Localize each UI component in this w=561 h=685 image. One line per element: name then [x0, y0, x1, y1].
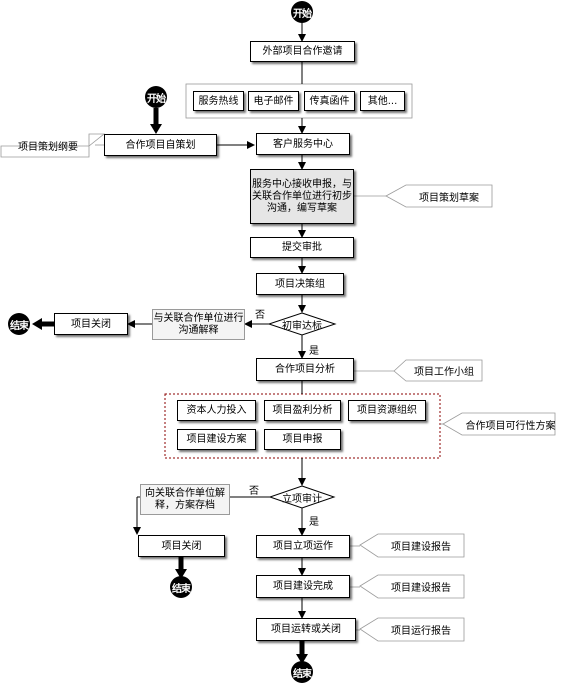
feasibility-label: 合作项目可行性方案 [465, 420, 556, 432]
draft-label: 项目策划草案 [419, 192, 479, 204]
report-label-3: 项目运行报告 [391, 626, 451, 637]
explain-box-2: 向关联合作单位解释，方案存档 [140, 484, 230, 515]
operate-box: 项目立项运作 [256, 535, 350, 558]
transfer-box: 项目运转或关闭 [256, 618, 356, 641]
end-node-middle: 结束 [170, 576, 192, 598]
end-node-bottom: 结束 [291, 661, 313, 683]
analysis-item-capital: 资本人力投入 [177, 400, 256, 421]
channel-fax: 传真函件 [304, 91, 355, 111]
analysis-item-plan: 项目建设方案 [177, 429, 256, 450]
yes-label-2: 是 [309, 517, 319, 528]
start-node-top: 开始 [291, 1, 313, 23]
no-label-2: 否 [249, 486, 259, 497]
start-node-left: 开始 [145, 86, 167, 108]
no-label-1: 否 [255, 310, 265, 321]
receive-box: 服务中心接收申报，与关联合作单位进行初步沟通，编写草案 [250, 169, 354, 224]
self-plan-box: 合作项目自策划 [104, 134, 217, 156]
callout-plan-outline [0, 133, 106, 158]
analysis-item-declare: 项目申报 [264, 429, 341, 450]
plan-outline-label: 项目策划纲要 [18, 142, 78, 153]
callout-report-2 [359, 574, 465, 599]
close-box-2: 项目关闭 [138, 535, 225, 557]
analysis-item-profit: 项目盈利分析 [264, 400, 341, 421]
end-node-left: 结束 [8, 313, 30, 335]
first-review-label: 初审达标 [282, 320, 322, 332]
channel-email: 电子邮件 [248, 91, 299, 111]
submit-box: 提交审批 [250, 237, 354, 258]
callout-draft [385, 184, 493, 208]
analysis-box: 合作项目分析 [256, 358, 354, 381]
close-box-1: 项目关闭 [54, 313, 128, 335]
callout-feasibility [442, 412, 556, 436]
invite-box: 外部项目合作邀请 [250, 41, 355, 62]
analysis-item-resource: 项目资源组织 [348, 400, 426, 421]
service-center-box: 客户服务中心 [256, 133, 350, 155]
yes-label-1: 是 [309, 346, 319, 357]
callout-report-1 [359, 533, 465, 558]
explain-box-1: 与关联合作单位进行沟通解释 [152, 309, 245, 340]
complete-box: 项目建设完成 [256, 575, 350, 598]
channel-other: 其他... [360, 91, 405, 111]
approval-label: 立项审计 [282, 493, 322, 505]
callout-work-group [393, 359, 483, 382]
channel-hotline: 服务热线 [193, 91, 244, 111]
decision-box: 项目决策组 [256, 273, 344, 295]
report-label-1: 项目建设报告 [391, 542, 451, 553]
callout-report-3 [359, 617, 465, 642]
report-label-2: 项目建设报告 [391, 583, 451, 594]
work-group-label: 项目工作小组 [414, 367, 474, 378]
